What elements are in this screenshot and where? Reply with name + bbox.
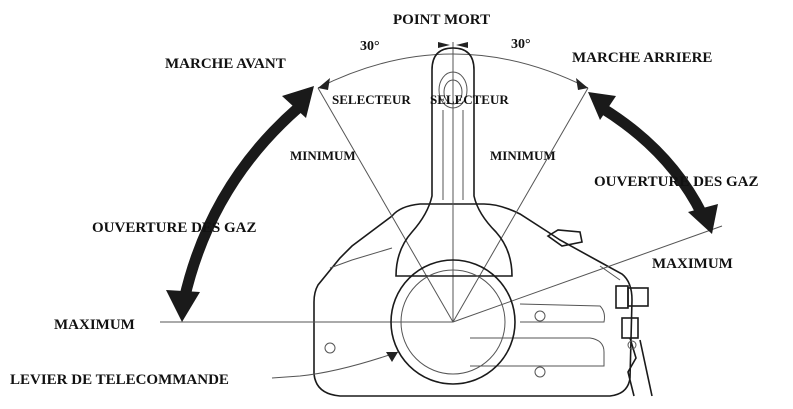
- neutral-lock-tab: [546, 229, 583, 247]
- label-marche-arriere: MARCHE ARRIERE: [572, 50, 712, 66]
- lever-hub-inner: [400, 269, 506, 375]
- neutral-arrow-left: [438, 42, 450, 48]
- levier-leader-arrow: [386, 352, 398, 362]
- maximum-right-line: [452, 225, 723, 323]
- throttle-arrow-right: [588, 92, 718, 234]
- label-selecteur-right: SELECTEUR: [430, 92, 509, 107]
- reference-lines: [160, 42, 723, 323]
- control-box: [313, 203, 653, 397]
- neutral-arrow-right: [456, 42, 468, 48]
- lever-handle-top: [438, 71, 468, 109]
- label-maximum-right: MAXIMUM: [652, 256, 733, 272]
- cable-fitting: [615, 285, 653, 397]
- lever-arm: [395, 47, 513, 277]
- screw-hole-bottom: [534, 366, 546, 378]
- levier-leader: [271, 351, 399, 379]
- arc-arrow-left: [318, 78, 330, 90]
- forward-line: [317, 87, 454, 323]
- label-point-mort: POINT MORT: [393, 12, 490, 28]
- label-ouverture-left: OUVERTURE DES GAZ: [92, 220, 257, 236]
- control-lever[interactable]: [390, 47, 516, 385]
- label-ouverture-right: OUVERTURE DES GAZ: [594, 174, 759, 190]
- label-minimum-right: MINIMUM: [490, 148, 556, 163]
- label-angle-left: 30°: [360, 39, 380, 54]
- control-box-outline: [313, 203, 633, 397]
- lever-handle-inner: [443, 79, 463, 105]
- label-angle-right: 30°: [511, 37, 531, 52]
- label-minimum-left: MINIMUM: [290, 148, 356, 163]
- arc-arrow-right: [576, 78, 588, 90]
- screw-hole-left: [324, 342, 336, 354]
- label-maximum-left: MAXIMUM: [54, 317, 135, 333]
- screw-hole-mid: [534, 310, 546, 322]
- label-levier: LEVIER DE TELECOMMANDE: [10, 372, 229, 388]
- labels: POINT MORT 30° 30° MARCHE AVANT MARCHE A…: [10, 12, 759, 388]
- throttle-arrow-left: [166, 86, 314, 322]
- control-box-lower-panel: [470, 337, 605, 367]
- angle-arc: [317, 53, 589, 89]
- control-box-slot: [519, 303, 605, 323]
- label-marche-avant: MARCHE AVANT: [165, 56, 286, 72]
- reverse-line: [452, 87, 589, 323]
- lever-hub-outer: [390, 259, 516, 385]
- label-selecteur-left: SELECTEUR: [332, 92, 411, 107]
